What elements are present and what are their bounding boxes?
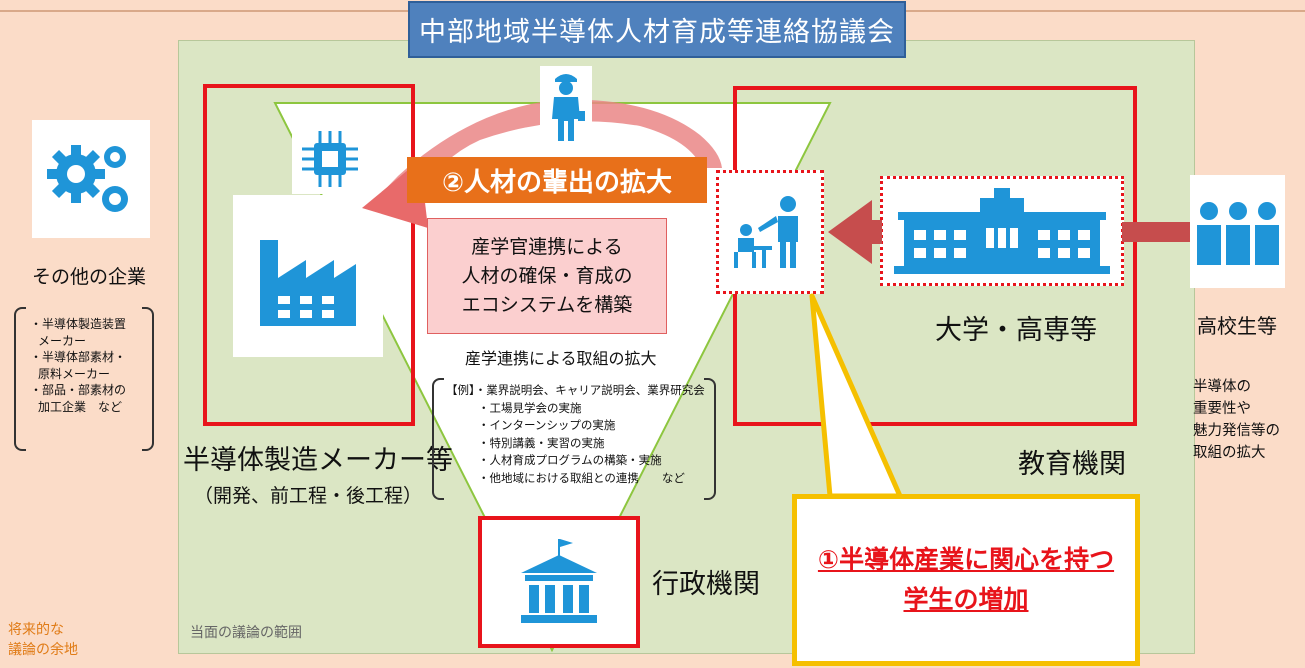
future-note-line: 議論の余地: [8, 642, 78, 658]
note-line: 重要性や: [1193, 401, 1251, 417]
list-item: 加工企業 など: [38, 399, 123, 414]
left-brace-open: [14, 307, 26, 451]
worker-icon: [552, 74, 585, 141]
callout-line: ①半導体産業に関心を持つ: [817, 545, 1115, 574]
factory-icon: [260, 240, 356, 326]
list-item: ・部品・部素材の: [30, 383, 127, 397]
list-item: ・他地域における取組との連携 など: [478, 470, 685, 485]
collab-list: 【例】・業界説明会、キャリア説明会、業界研究会 ・工場見学会の実施 ・インターン…: [446, 382, 705, 487]
collab-brace-open: [432, 378, 444, 500]
left-brace-close: [142, 307, 154, 451]
teacher-icon: [734, 196, 798, 268]
government-building-icon: [521, 539, 597, 623]
future-note: 将来的な 議論の余地: [8, 620, 78, 660]
other-companies-list: ・半導体製造装置 メーカー ・半導体部素材・ 原料メーカー ・部品・部素材の 加…: [30, 316, 142, 415]
list-item: ・半導体部素材・: [30, 350, 127, 364]
note-line: 取組の拡大: [1193, 445, 1266, 461]
manufacturer-box: [203, 84, 415, 426]
collab-brace-close: [704, 378, 716, 500]
government-label: 行政機関: [652, 569, 760, 600]
highschool-notes: 半導体の 重要性や 魅力発信等の 取組の拡大: [1193, 376, 1280, 464]
list-item: ・工場見学会の実施: [478, 400, 582, 415]
note-line: 半導体の: [1193, 379, 1251, 395]
manufacturer-sub: （開発、前工程・後工程）: [194, 485, 423, 507]
chip-tile: [292, 124, 368, 194]
worker-tile: [540, 66, 592, 146]
outflow-label: ②人材の輩出の拡大: [407, 157, 707, 203]
university-tile: [880, 176, 1124, 286]
list-item: ・半導体製造装置: [30, 317, 127, 331]
page-title: 中部地域半導体人材育成等連絡協議会: [408, 1, 906, 58]
future-note-line: 将来的な: [8, 622, 64, 638]
list-item: ・特別講義・実習の実施: [478, 435, 605, 450]
manufacturer-label: 半導体製造メーカー等: [183, 445, 453, 476]
gears-icon: [47, 145, 128, 212]
note-line: 魅力発信等の: [1193, 423, 1280, 439]
government-box: [478, 516, 640, 648]
current-scope-label: 当面の議論の範囲: [190, 625, 302, 641]
ecosystem-line: 産学官連携による: [471, 235, 623, 258]
university-building-icon: [894, 188, 1110, 274]
education-label: 教育機関: [1018, 449, 1126, 480]
list-item: 原料メーカー: [38, 366, 111, 381]
teacher-tile: [716, 170, 824, 294]
list-item: ・人材育成プログラムの構築・実施: [478, 453, 662, 467]
ecosystem-box: 産学官連携による 人材の確保・育成の エコシステムを構築: [427, 218, 667, 334]
highschool-label: 高校生等: [1197, 314, 1277, 338]
students-tile: [1190, 175, 1285, 288]
callout-line: 学生の増加: [903, 585, 1029, 614]
list-item: 【例】・業界説明会、キャリア説明会、業界研究会: [446, 383, 705, 397]
collab-heading: 産学連携による取組の拡大: [465, 349, 657, 368]
list-item: ・インターンシップの実施: [478, 418, 616, 432]
ecosystem-line: 人材の確保・育成の: [461, 264, 633, 287]
gears-tile: [32, 120, 150, 238]
other-companies-label: その他の企業: [32, 266, 147, 288]
university-label: 大学・高専等: [935, 315, 1097, 346]
list-item: メーカー: [38, 333, 87, 348]
ecosystem-line: エコシステムを構築: [461, 293, 633, 316]
students-icon: [1196, 201, 1279, 265]
chip-icon: [302, 131, 358, 187]
student-callout: ①半導体産業に関心を持つ 学生の増加: [792, 494, 1140, 666]
factory-tile: [233, 195, 383, 357]
